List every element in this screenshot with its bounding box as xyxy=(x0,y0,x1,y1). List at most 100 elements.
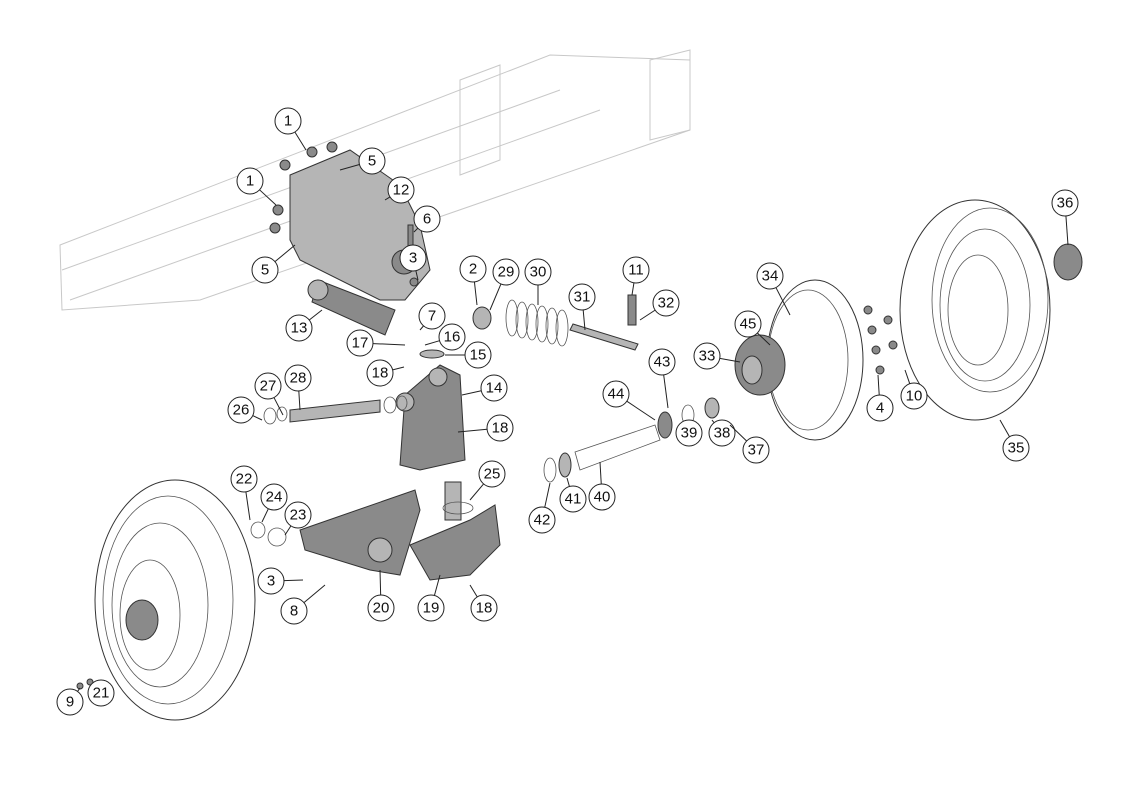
callout-25: 25 xyxy=(469,460,506,501)
callout-3: 3 xyxy=(399,244,427,281)
callout-20: 20 xyxy=(367,569,395,622)
mounting-bracket xyxy=(269,141,431,301)
leader-line xyxy=(544,482,551,508)
callout-label: 14 xyxy=(486,380,503,397)
callout-2: 2 xyxy=(459,255,487,306)
callout-label: 25 xyxy=(484,466,501,483)
leader-line xyxy=(261,508,269,523)
callout-23: 23 xyxy=(284,501,312,536)
callout-label: 15 xyxy=(470,347,487,364)
leader-line xyxy=(663,374,669,409)
callout-label: 24 xyxy=(266,489,283,506)
callout-circle xyxy=(87,679,115,707)
callout-label: 27 xyxy=(260,378,277,395)
callout-label: 26 xyxy=(233,402,250,419)
callout-10: 10 xyxy=(900,369,928,410)
callout-circle xyxy=(417,594,445,622)
leader-line xyxy=(729,424,747,442)
callout-32: 32 xyxy=(639,289,680,321)
callout-18: 18 xyxy=(366,359,405,387)
callout-16: 16 xyxy=(424,323,466,351)
callout-21: 21 xyxy=(87,679,115,707)
leader-line xyxy=(433,574,441,596)
callout-label: 44 xyxy=(608,386,625,403)
callout-label: 5 xyxy=(368,153,376,170)
callout-label: 40 xyxy=(594,489,611,506)
callout-39: 39 xyxy=(675,419,703,447)
callout-circle xyxy=(708,419,736,447)
callout-8: 8 xyxy=(280,584,326,625)
callout-9: 9 xyxy=(56,687,84,716)
callout-45: 45 xyxy=(734,310,771,346)
spring-assembly xyxy=(472,294,639,351)
callout-circle xyxy=(568,283,596,311)
callout-circle xyxy=(284,501,312,529)
callout-circle xyxy=(346,329,374,357)
leader-line xyxy=(1065,215,1069,246)
callout-label: 45 xyxy=(740,316,757,333)
callout-circle xyxy=(524,258,552,286)
callout-label: 22 xyxy=(236,471,253,488)
callout-1: 1 xyxy=(274,107,307,151)
callout-label: 11 xyxy=(628,262,644,279)
callout-label: 43 xyxy=(654,354,671,371)
callout-12: 12 xyxy=(384,176,415,204)
callout-circle xyxy=(413,205,441,233)
leader-line xyxy=(631,282,635,296)
callout-circle xyxy=(652,289,680,317)
callout-circle xyxy=(900,382,928,410)
callout-3: 3 xyxy=(257,567,304,595)
callout-33: 33 xyxy=(693,342,741,370)
callout-label: 23 xyxy=(290,507,307,524)
callout-24: 24 xyxy=(260,483,288,523)
leader-line xyxy=(711,419,715,424)
callout-label: 38 xyxy=(714,425,731,442)
callout-40: 40 xyxy=(588,461,616,511)
callout-circle xyxy=(438,323,466,351)
callout-26: 26 xyxy=(227,396,263,424)
callout-35: 35 xyxy=(999,419,1030,462)
callout-label: 18 xyxy=(372,365,389,382)
callout-circle xyxy=(492,258,520,286)
callout-label: 37 xyxy=(748,442,765,459)
hydraulic-cylinder xyxy=(307,279,396,336)
callout-circle xyxy=(230,465,258,493)
callout-7: 7 xyxy=(418,302,446,331)
callout-circle xyxy=(56,688,84,716)
leader-line xyxy=(252,415,263,421)
callout-label: 21 xyxy=(93,685,110,702)
callout-circle xyxy=(478,460,506,488)
callout-label: 39 xyxy=(681,425,698,442)
callout-label: 16 xyxy=(444,329,461,346)
leader-line xyxy=(566,477,570,487)
callout-circle xyxy=(387,176,415,204)
callout-circle xyxy=(257,567,285,595)
callout-circle xyxy=(1051,189,1079,217)
callout-37: 37 xyxy=(729,424,770,464)
callout-1: 1 xyxy=(236,167,277,206)
callout-label: 42 xyxy=(534,512,551,529)
callout-circle xyxy=(693,342,721,370)
callout-label: 31 xyxy=(574,289,591,306)
right-tire xyxy=(899,199,1083,421)
callout-6: 6 xyxy=(413,205,441,233)
leader-line xyxy=(877,374,880,396)
callout-circle xyxy=(260,483,288,511)
callout-5: 5 xyxy=(251,244,296,284)
callout-label: 17 xyxy=(352,335,369,352)
callout-label: 5 xyxy=(261,262,269,279)
callout-27: 27 xyxy=(254,372,284,416)
callout-38: 38 xyxy=(708,419,736,447)
leader-line xyxy=(413,227,419,233)
callout-17: 17 xyxy=(346,329,406,357)
leader-line xyxy=(379,569,382,596)
leader-line xyxy=(303,584,326,604)
leader-line xyxy=(298,390,301,411)
callout-15: 15 xyxy=(445,341,492,369)
leader-line xyxy=(582,309,586,331)
callout-44: 44 xyxy=(602,380,656,421)
callout-18: 18 xyxy=(457,414,514,442)
callout-label: 12 xyxy=(393,182,410,199)
callout-36: 36 xyxy=(1051,189,1079,246)
